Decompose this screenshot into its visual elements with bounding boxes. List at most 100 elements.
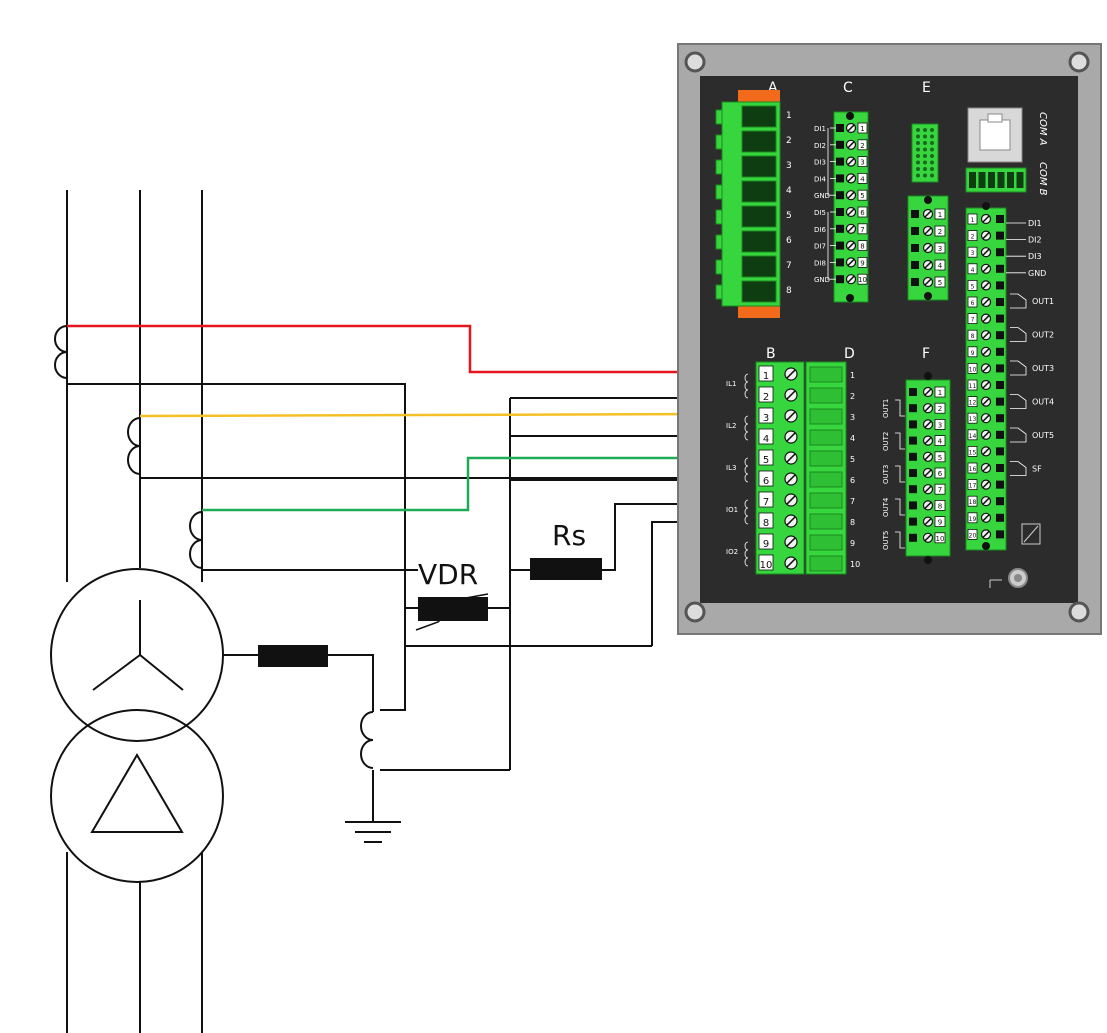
c-terminal-number: [857, 206, 868, 218]
e-contact: [911, 261, 919, 269]
right-input-label: DI2: [1028, 236, 1042, 245]
b-terminal-number: [758, 470, 774, 487]
d-slot: [809, 555, 843, 572]
d-slot: [809, 450, 843, 467]
connector-e-port: [911, 123, 939, 183]
right-contact-symbol: [1010, 293, 1027, 309]
f-output-label: OUT1: [882, 399, 890, 418]
f-terminal-number-text: 6: [938, 470, 943, 478]
e-pin: [923, 147, 927, 152]
a-slot: [741, 280, 777, 303]
right-terminal-number-text: 15: [969, 449, 977, 456]
right-contact: [996, 447, 1004, 456]
b-coil-symbol: [744, 541, 749, 567]
right-terminal-number-text: 11: [969, 383, 977, 390]
d-terminal-number: 2: [850, 392, 855, 401]
f-contact: [909, 452, 917, 461]
d-slot: [809, 408, 843, 425]
transformer: [50, 568, 258, 883]
b-terminal-number: [758, 365, 774, 382]
right-terminal-number: [967, 329, 978, 341]
mount-screw-bl: [684, 601, 706, 623]
c-contact: [836, 275, 844, 284]
right-terminal-number: [967, 246, 978, 258]
f-output-label: OUT3: [882, 465, 890, 484]
d-terminal-number: 8: [850, 518, 855, 527]
right-terminal-number-text: 1: [971, 217, 975, 224]
f-contact-symbol: [895, 498, 905, 516]
d-terminal-number: 4: [850, 434, 855, 443]
b-terminal-number: [758, 512, 774, 529]
e-terminal-number: [934, 208, 946, 220]
right-input-label: DI3: [1028, 252, 1042, 261]
f-contact-symbol: [895, 399, 905, 417]
right-contact: [996, 530, 1004, 539]
d-terminal-number: 6: [850, 476, 855, 485]
a-terminal-number: 3: [786, 161, 792, 171]
f-contact: [909, 404, 917, 413]
mount-screw-tl: [684, 51, 706, 73]
c-terminal-number: [857, 273, 868, 285]
c-terminal-number: [857, 156, 868, 168]
c-input-label: DI5: [814, 209, 826, 217]
a-terminal-number: 1: [786, 111, 792, 121]
c-terminal-number-text: 3: [860, 159, 864, 167]
c-input-label: DI4: [814, 175, 826, 183]
e-terminal-number: [934, 259, 946, 271]
right-terminal-number: [967, 296, 978, 308]
right-terminal-number-text: 16: [969, 466, 977, 473]
e-pin: [930, 128, 934, 132]
b-terminal-number-text: 9: [763, 539, 769, 550]
right-output-label: OUT2: [1032, 331, 1054, 340]
c-input-label: DI7: [814, 243, 826, 251]
e-terminal-number-text: 2: [938, 228, 942, 236]
mount-screw-tr: [1068, 51, 1090, 73]
f-terminal-number-text: 8: [938, 502, 942, 510]
section-label-e: E: [922, 80, 931, 96]
e-pin: [916, 147, 920, 152]
com-pin: [1016, 172, 1024, 188]
right-terminal-number: [967, 429, 978, 441]
f-terminal-number-text: 10: [936, 535, 945, 543]
right-terminal-number: [967, 379, 978, 391]
e-pin: [930, 173, 934, 178]
b-terminal-number: [758, 407, 774, 424]
right-terminal-number: [967, 263, 978, 275]
d-terminal-number: 9: [850, 539, 855, 548]
e-terminal-number: [934, 225, 946, 237]
right-terminal-number-text: 14: [969, 433, 977, 440]
b-group-label: IO1: [726, 506, 738, 514]
f-terminal-number: [934, 435, 946, 447]
e-pin: [930, 154, 934, 158]
a-tab: [715, 159, 723, 175]
right-terminal-number: [967, 529, 978, 540]
a-tab: [715, 284, 723, 300]
f-contact: [909, 388, 917, 396]
right-terminal-number-text: 7: [971, 317, 975, 324]
a-terminal-number: 5: [786, 211, 792, 221]
c-input-label: DI6: [814, 226, 826, 234]
right-contact: [996, 497, 1004, 506]
watchdog-symbol: [1021, 523, 1041, 545]
c-contact: [836, 124, 844, 132]
f-contact: [909, 501, 917, 510]
e-pin: [923, 134, 927, 139]
right-terminal-number-text: 8: [971, 333, 975, 340]
f-terminal-number-text: 5: [938, 454, 942, 462]
b-terminal-number: [758, 386, 774, 403]
com-a-label: COM A: [1037, 112, 1048, 146]
f-terminal-number: [934, 402, 946, 414]
b-coil-symbol: [744, 373, 749, 399]
d-slot: [809, 492, 843, 509]
d-terminal-number: 5: [850, 455, 855, 464]
c-terminal-number-text: 2: [860, 142, 864, 150]
c-terminal-number: [857, 122, 868, 134]
section-label-c: C: [843, 80, 853, 96]
f-terminal-number: [934, 418, 946, 430]
right-contact-symbol: [1010, 327, 1027, 342]
right-terminal-number: [967, 512, 978, 524]
right-contact: [996, 430, 1004, 439]
f-terminal-number-text: 1: [938, 389, 942, 397]
earth-terminal: [989, 568, 1028, 588]
